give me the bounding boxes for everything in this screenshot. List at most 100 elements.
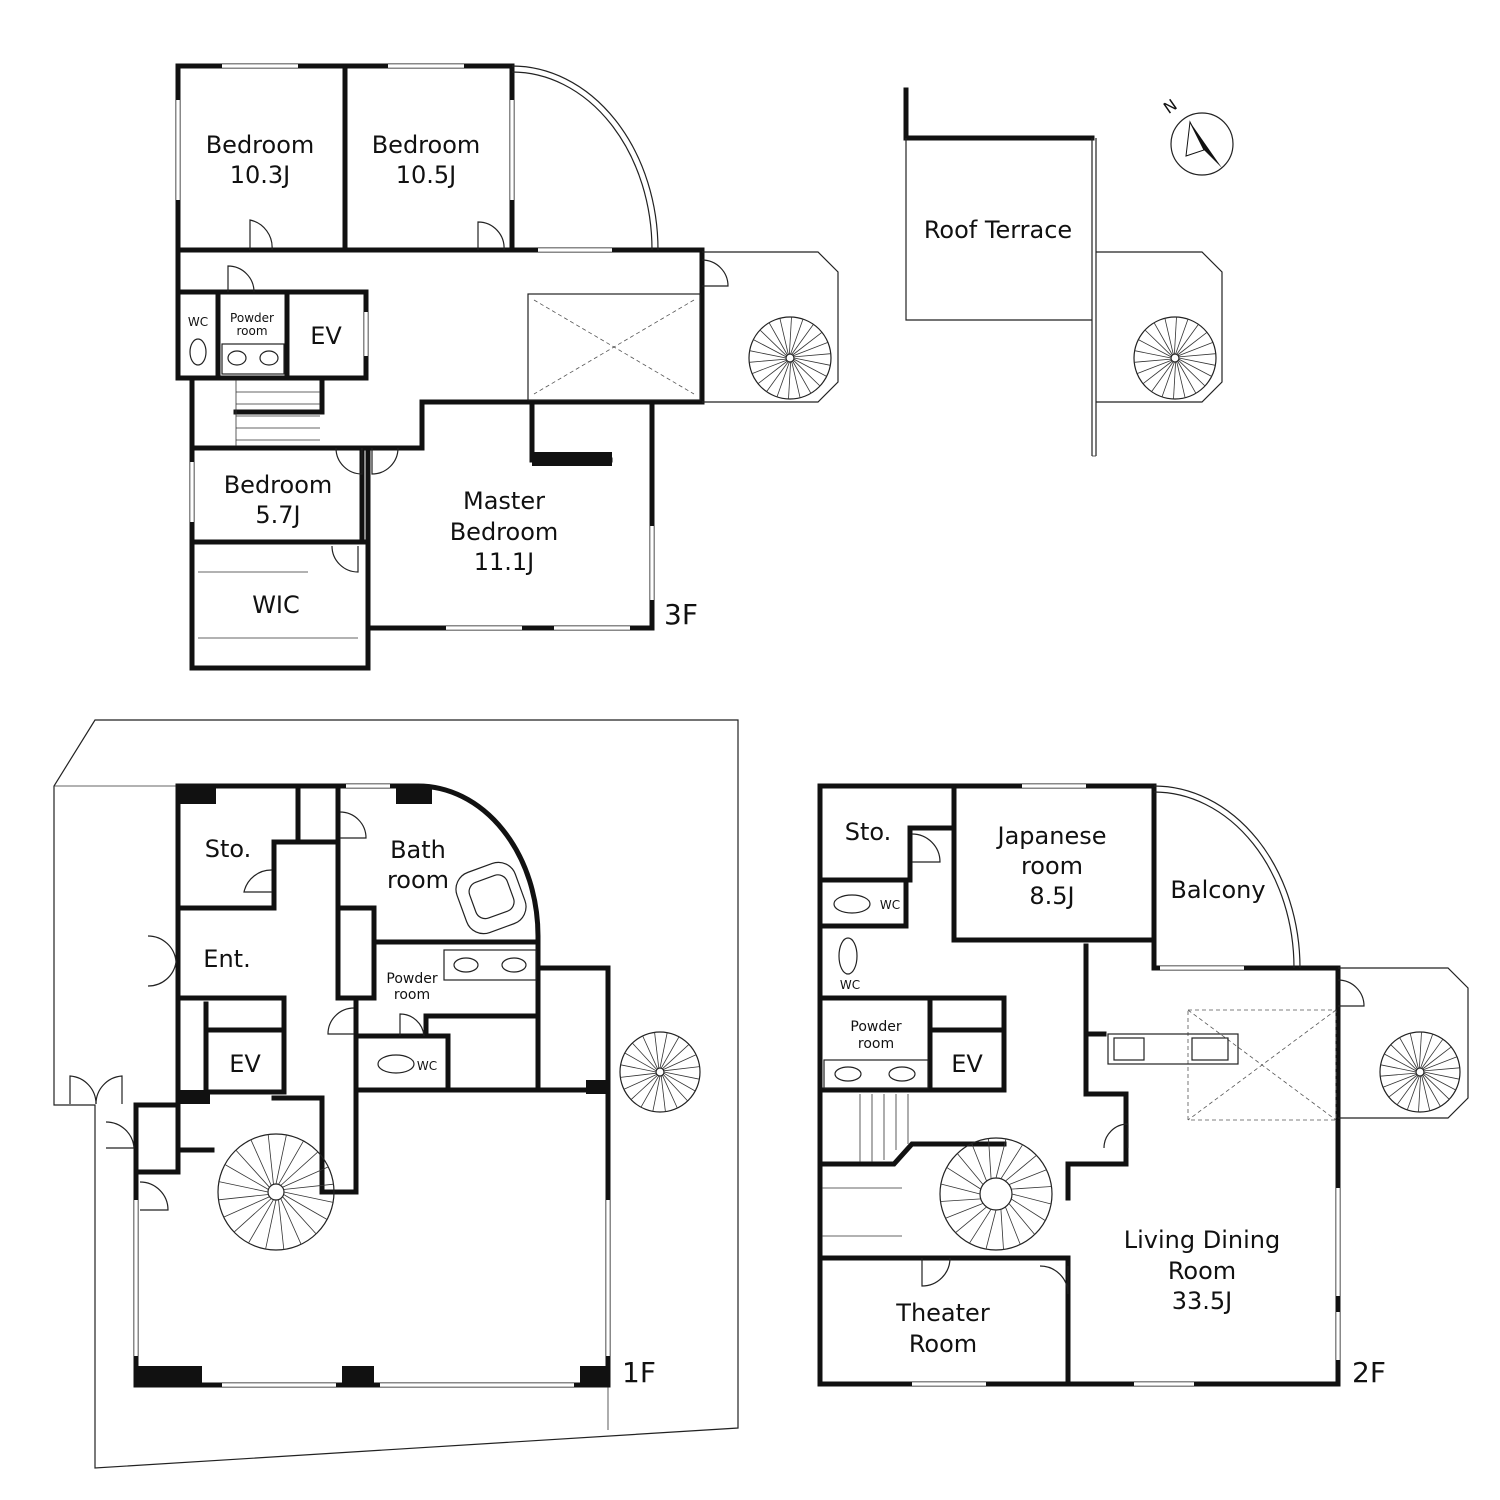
- stair-tread: [1423, 1056, 1458, 1071]
- stair-tread: [1144, 329, 1172, 357]
- stair-tread: [1008, 1203, 1036, 1235]
- stair-tread: [280, 1151, 319, 1186]
- stair-tread: [757, 360, 788, 385]
- stair-tread: [1177, 331, 1208, 356]
- master-bedroom-size: 11.1J: [474, 548, 535, 576]
- stair-tread: [282, 1196, 317, 1235]
- stair-tread: [749, 350, 787, 359]
- wic-label: WIC: [252, 591, 300, 619]
- stair-tread: [1423, 1072, 1456, 1091]
- stair-tread: [753, 339, 787, 358]
- stair-tread: [1422, 1074, 1441, 1107]
- stair-tread: [1399, 1037, 1418, 1070]
- stair-tread: [1011, 1193, 1052, 1205]
- stair-tread: [1390, 1044, 1417, 1071]
- stair-tread: [1008, 1169, 1047, 1185]
- stair-tread: [1177, 360, 1197, 394]
- stair-tread: [779, 318, 789, 355]
- stair-tread: [791, 324, 814, 355]
- stair-tread: [659, 1032, 668, 1069]
- stair-tread: [283, 1194, 328, 1220]
- powder-room-label-2: room: [236, 324, 267, 338]
- north-arrow-icon: N: [1160, 95, 1234, 176]
- stair-tread: [1420, 1033, 1434, 1069]
- bedroom-a-label: Bedroom: [206, 131, 315, 159]
- stair-tread: [793, 358, 827, 377]
- stair-tread: [776, 361, 790, 398]
- stair-tread: [662, 1075, 678, 1109]
- stair-tread: [1136, 359, 1172, 374]
- stair-tread: [660, 1075, 666, 1112]
- stair-tread: [1380, 1064, 1417, 1073]
- stair-tread: [663, 1071, 700, 1080]
- stair-tread: [969, 1208, 992, 1244]
- stair-tread: [1178, 357, 1216, 366]
- spiral-stair-treads: [620, 1032, 700, 1112]
- first-floor-plan: Sto. Bath room Ent. Powder room EV WC 1F: [53, 719, 739, 1469]
- stair-tread: [792, 331, 823, 356]
- stair-tread: [793, 342, 829, 357]
- wc-2f-upper-label: WC: [880, 898, 900, 912]
- stair-tread: [662, 1044, 690, 1070]
- stair-tread: [282, 1166, 329, 1188]
- stair-tread: [1380, 1072, 1417, 1077]
- stair-tread: [630, 1074, 658, 1100]
- stair-tread: [946, 1167, 982, 1190]
- powder-room-1f-label-1: Powder: [386, 971, 437, 987]
- stair-tread: [1178, 358, 1212, 377]
- stair-tread: [945, 1203, 984, 1219]
- stair-tread: [642, 1035, 658, 1069]
- japanese-room-label-2: room: [1021, 852, 1083, 880]
- stair-tread: [766, 361, 789, 392]
- stair-tread: [1142, 360, 1173, 385]
- stair-tread: [1161, 361, 1175, 398]
- stair-tread: [1164, 318, 1174, 355]
- stair-tread: [1384, 1053, 1417, 1072]
- stair-tread: [1418, 1075, 1421, 1113]
- stair-tread: [955, 1206, 987, 1234]
- floor-label-3f: 3F: [664, 598, 698, 631]
- stair-tread: [940, 1198, 981, 1202]
- storage-1f-label: Sto.: [205, 835, 252, 863]
- stair-tread: [663, 1066, 700, 1072]
- stair-tread: [789, 316, 792, 355]
- stair-tread: [1174, 316, 1177, 355]
- stair-tread: [235, 1149, 270, 1188]
- stair-tread: [278, 1140, 304, 1185]
- stair-tread: [1005, 1154, 1037, 1182]
- living-dining-label-1: Living Dining: [1124, 1226, 1280, 1254]
- stair-tread: [1382, 1073, 1417, 1088]
- stair-tread: [759, 329, 787, 357]
- powder-room-2f-label-2: room: [858, 1036, 894, 1052]
- spiral-stair-treads: [1380, 1031, 1460, 1113]
- floor-label-2f: 2F: [1352, 1356, 1386, 1389]
- stair-tread: [1134, 358, 1172, 363]
- stair-tread: [1409, 1033, 1419, 1069]
- stair-tread: [988, 1138, 992, 1179]
- bedroom-c-label: Bedroom: [224, 471, 333, 499]
- wc-2f-lower-label: WC: [840, 978, 860, 992]
- bath-room-label-2: room: [387, 866, 449, 894]
- stair-tread: [1178, 353, 1216, 358]
- stair-tread: [275, 1134, 287, 1185]
- living-dining-size: 33.5J: [1172, 1287, 1233, 1315]
- stair-tread: [280, 1198, 302, 1245]
- ev-label: EV: [310, 322, 342, 350]
- bedroom-c-size: 5.7J: [255, 501, 300, 529]
- spiral-stair-treads: [749, 316, 831, 400]
- stair-tread: [793, 357, 831, 366]
- stair-tread: [623, 1074, 657, 1090]
- stair-tread: [1388, 1074, 1418, 1098]
- roof-terrace-label: Roof Terrace: [924, 216, 1072, 244]
- stair-tread: [632, 1042, 658, 1070]
- spiral-stair-treads: [1134, 316, 1216, 400]
- stair-tread: [1000, 1144, 1023, 1180]
- stair-tread: [751, 359, 787, 374]
- bedroom-a-size: 10.3J: [230, 161, 291, 189]
- stair-tread: [1422, 1046, 1452, 1070]
- stair-tread: [995, 1138, 1007, 1179]
- third-floor-plan: Bedroom 10.3J Bedroom 10.5J WC Powder ro…: [175, 63, 839, 671]
- stair-tread: [1138, 339, 1172, 358]
- stair-tread: [640, 1075, 660, 1108]
